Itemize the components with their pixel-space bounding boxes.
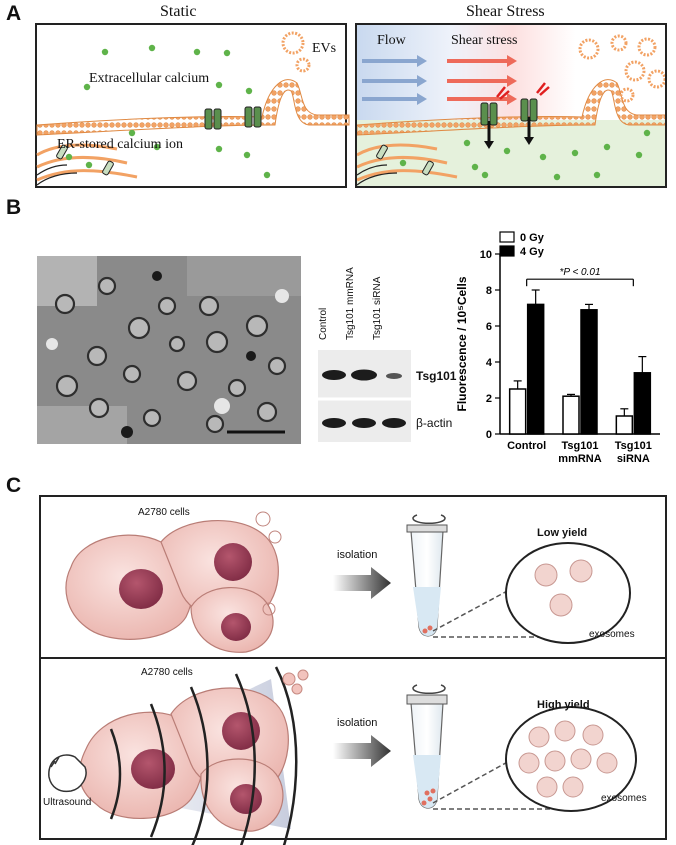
top-isolation-label: isolation: [337, 549, 378, 561]
blot-row-tsg101: Tsg101: [416, 369, 457, 383]
shear-illustration: [357, 25, 665, 186]
blot-lane-sirna: Tsg101 siRNA: [372, 276, 383, 340]
bar-4gy: [633, 372, 652, 435]
ultrasound-probe-icon: [48, 754, 87, 793]
legend-label: 4 Gy: [520, 246, 545, 258]
er-label: ER-stored calcium ion: [57, 137, 183, 152]
em-micrograph: [37, 256, 301, 444]
top-exosomes-label: exosomes: [589, 629, 635, 640]
western-blot: [318, 350, 411, 442]
x-tick-label: mmRNA: [558, 453, 601, 465]
y-tick-label: 4: [486, 357, 493, 369]
flow-label: Flow: [377, 33, 406, 48]
static-illustration: [36, 31, 350, 186]
bottom-yield-label: High yield: [537, 699, 590, 711]
panel-b-letter: B: [6, 196, 22, 219]
x-tick-label: Control: [507, 440, 546, 452]
calcium-dots: [65, 44, 271, 179]
y-tick-label: 6: [486, 321, 492, 333]
legend-swatch: [499, 231, 515, 243]
top-cells-label: A2780 cells: [138, 507, 190, 518]
shear-title: Shear Stress: [466, 3, 545, 20]
blot-row-actin: β-actin: [416, 416, 453, 430]
bottom-cells-label: A2780 cells: [141, 667, 193, 678]
evs-label: EVs: [312, 41, 337, 56]
legend-swatch: [499, 245, 515, 257]
sig-annotation: *P < 0.01: [559, 267, 600, 278]
bottom-row-illustration: [48, 666, 637, 845]
bottom-exosomes-label: exosomes: [601, 793, 647, 804]
bar-0gy: [508, 388, 527, 435]
top-yield-label: Low yield: [537, 527, 588, 539]
y-tick-label: 8: [486, 285, 492, 297]
y-tick-label: 2: [486, 393, 492, 405]
bar-0gy: [615, 415, 634, 435]
bar-0gy: [562, 395, 580, 435]
y-axis-label: Fluorescence / 10⁵Cells: [455, 276, 469, 411]
blot-lane-mmrna: Tsg101 mmRNA: [345, 267, 356, 340]
shear-panel: Flow Shear stress: [355, 23, 667, 188]
blot-lane-control: Control: [318, 307, 329, 340]
bar-4gy: [580, 309, 598, 435]
extracellular-label: Extracellular calcium: [89, 71, 210, 86]
x-tick-label: Tsg101: [561, 440, 598, 452]
panel-c-frame: A2780 cells isolation Low yield exosomes: [39, 495, 667, 845]
er-channel-icon: [56, 144, 114, 176]
panel-a-letter: A: [6, 2, 22, 25]
y-tick-label: 10: [480, 249, 492, 261]
em-vesicles: [37, 256, 301, 444]
legend-label: 0 Gy: [520, 232, 545, 244]
x-tick-label: siRNA: [617, 453, 650, 465]
top-row-illustration: [65, 511, 631, 653]
shear-stress-label: Shear stress: [451, 33, 518, 48]
channel-icon: [204, 106, 262, 130]
bar-4gy: [526, 303, 545, 435]
bottom-isolation-label: isolation: [337, 717, 378, 729]
blot-bands: [318, 350, 411, 442]
static-title: Static: [160, 3, 197, 20]
x-tick-label: Tsg101: [615, 440, 652, 452]
active-channel-icon: [480, 82, 550, 149]
panel-c-divider: [41, 657, 665, 659]
panel-c-letter: C: [6, 474, 22, 497]
y-tick-label: 0: [486, 429, 492, 441]
static-panel: Extracellular calcium ER-stored calcium …: [35, 23, 350, 188]
ultrasound-label: Ultrasound: [43, 797, 92, 808]
